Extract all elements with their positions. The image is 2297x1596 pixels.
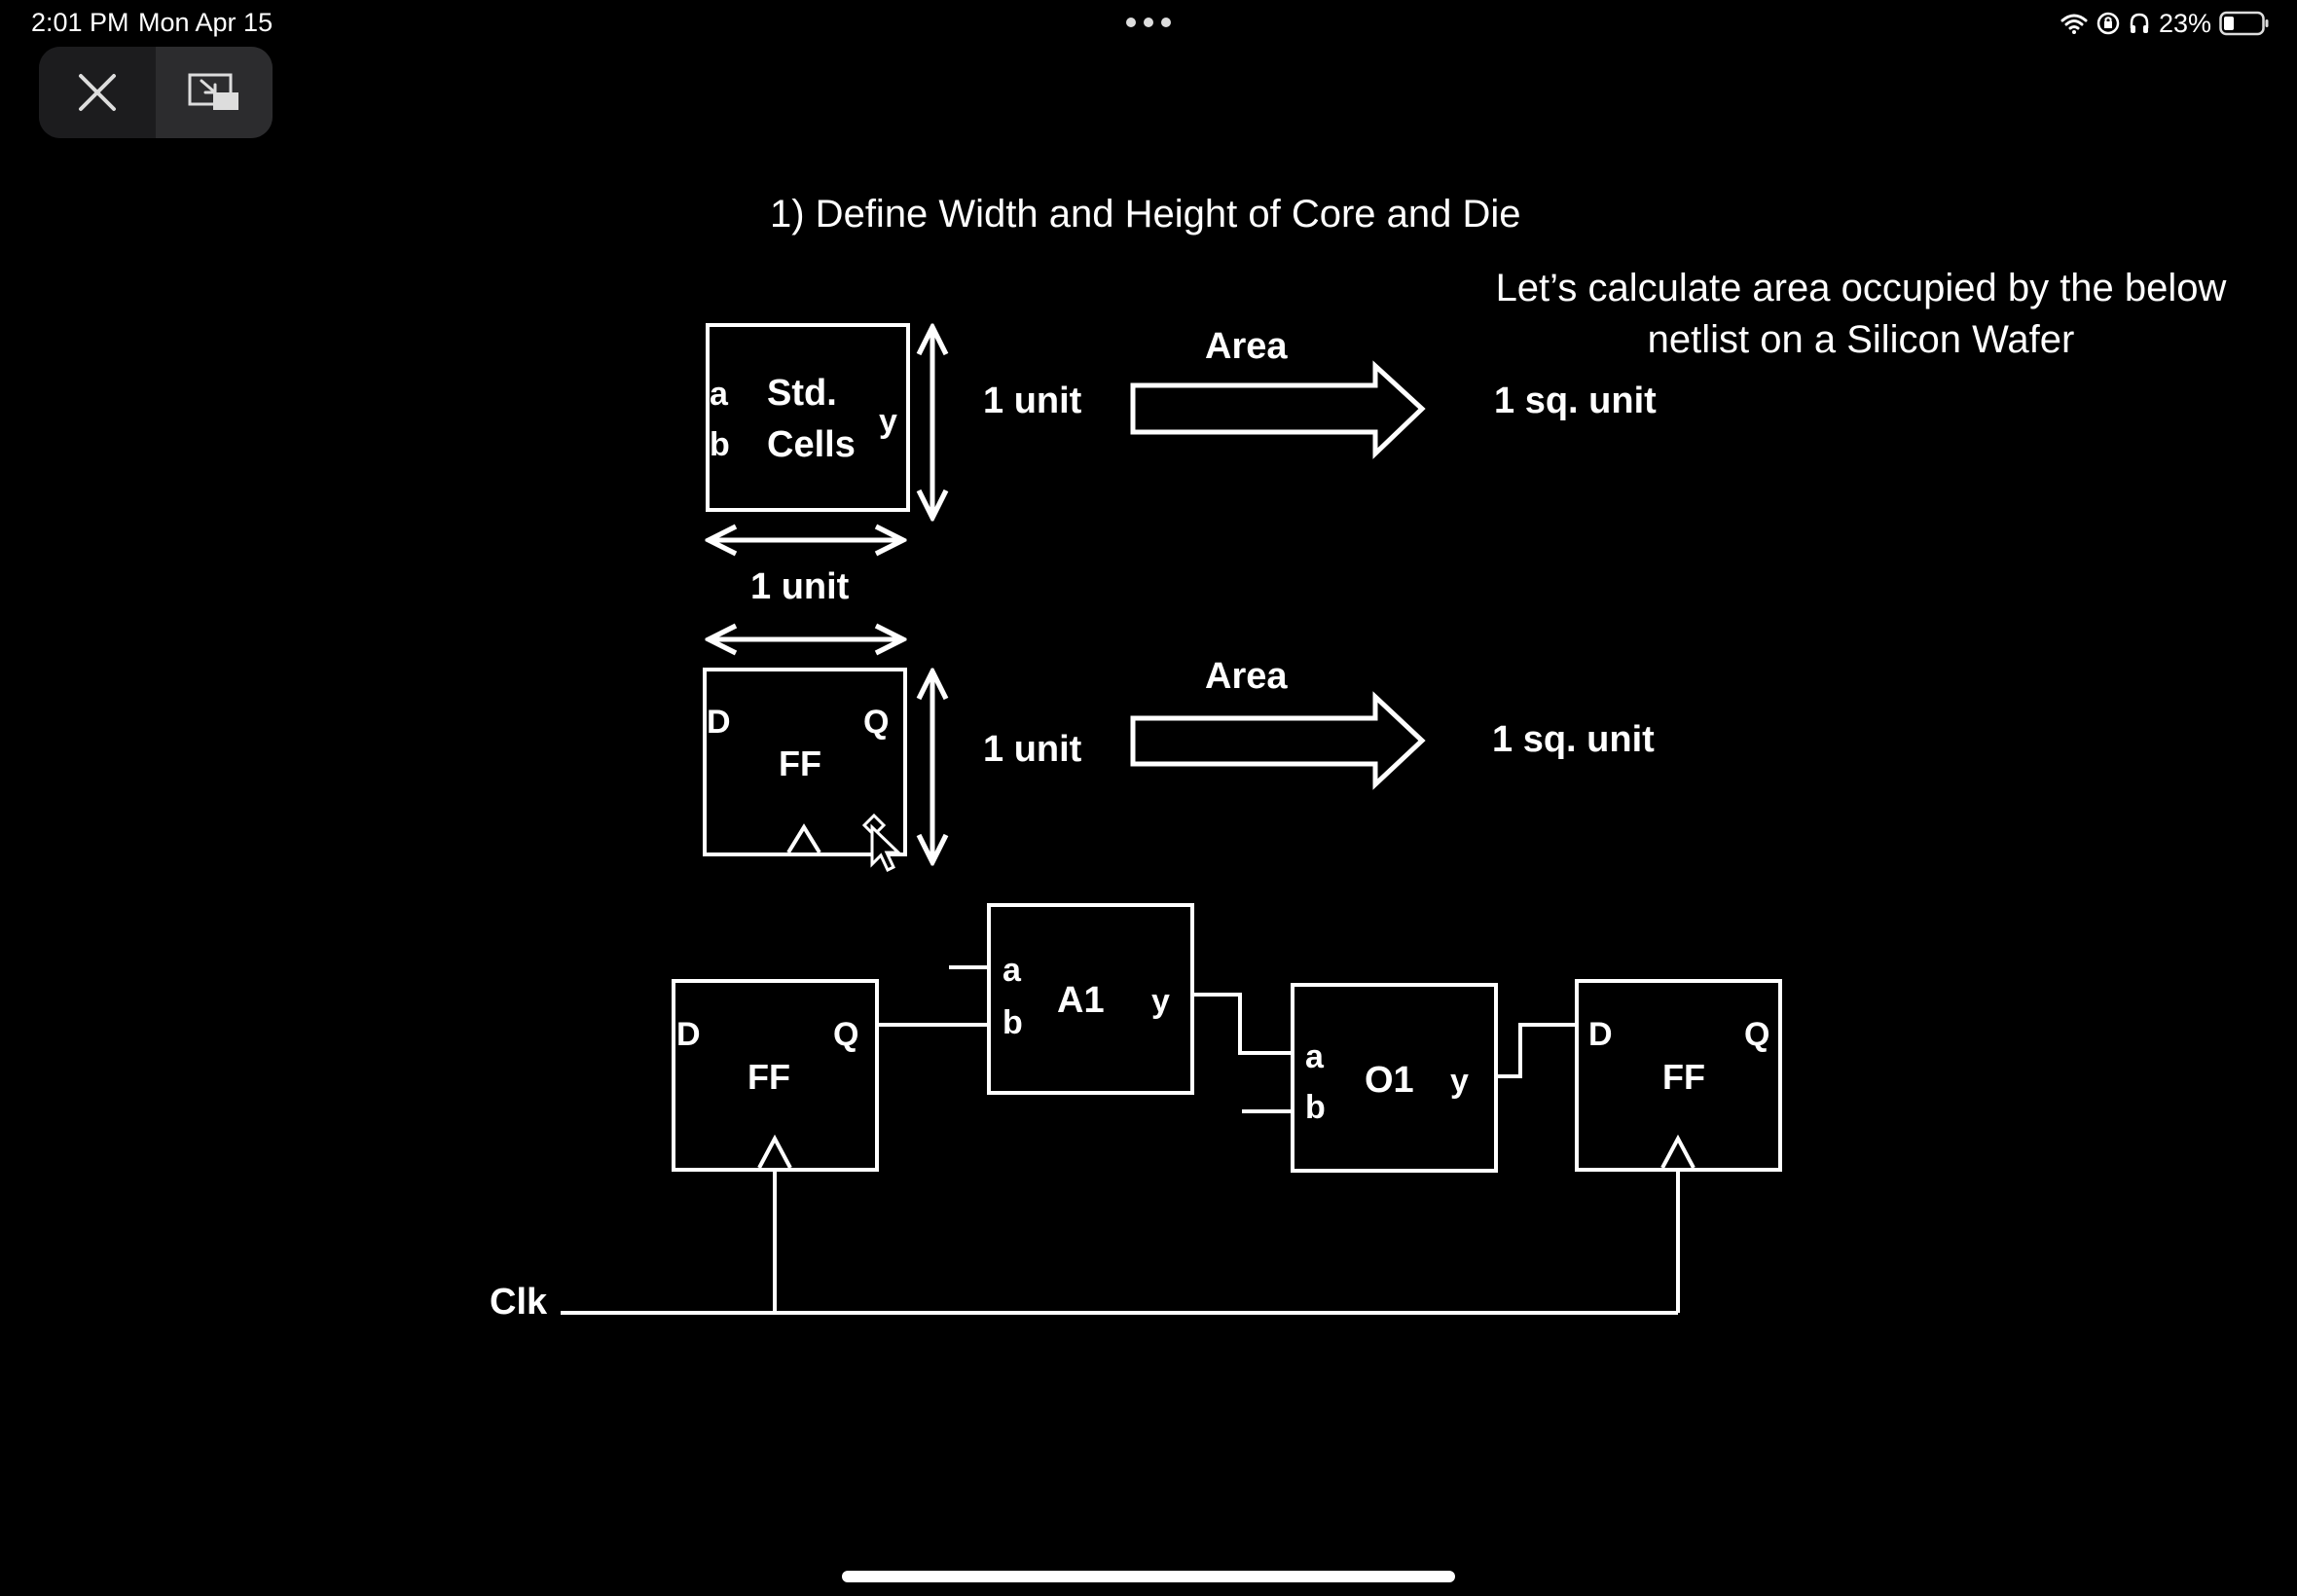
std-cell-output-y: y [879,403,897,440]
battery-percent: 23% [2158,8,2211,38]
netlist-ff2-d: D [1588,1016,1613,1053]
close-icon [79,74,116,111]
ff-cell-area-label: Area [1205,656,1288,697]
ff-cell-box [703,668,907,856]
clock-label: Clk [490,1282,548,1323]
std-cell-label-line1: Std. [767,373,837,414]
ff-cell-output-q: Q [863,704,889,741]
std-cell-box [706,323,910,512]
wire-a1-y-to-o1-a [1192,993,1293,1055]
netlist-o1-input-a: a [1305,1038,1325,1075]
std-cell-label-line2: Cells [767,424,856,465]
ff-cell-area-arrow [1130,691,1426,790]
ff-cell-label: FF [779,744,821,783]
netlist-ff2-label: FF [1662,1057,1705,1097]
ff-cell-input-d: D [707,704,731,741]
std-cell-area-value: 1 sq. unit [1494,381,1657,421]
std-cell-area-label: Area [1205,326,1288,367]
netlist-a1-label: A1 [1057,980,1105,1021]
ff-cell-area-value: 1 sq. unit [1492,719,1655,760]
netlist-ff2-q: Q [1744,1016,1769,1053]
orientation-lock-icon [2096,12,2120,35]
wire-o1-y-to-ff2-d [1496,1023,1577,1078]
netlist-o1-label: O1 [1365,1060,1414,1101]
slide-title: 1) Define Width and Height of Core and D… [770,193,1521,236]
status-date: Mon Apr 15 [138,8,273,37]
slide-note: Let’s calculate area occupied by the bel… [1495,267,2227,361]
netlist-a1-input-b: b [1003,1004,1023,1041]
netlist-ff2-clock-triangle [1660,1134,1695,1169]
status-time: 2:01 PM [31,8,129,37]
netlist-ff1-q: Q [833,1016,858,1053]
std-cell-height-label: 1 unit [983,381,1082,421]
netlist-a1-input-a: a [1003,952,1022,989]
close-button[interactable] [39,47,156,138]
netlist-ff1-clock-triangle [757,1134,792,1169]
netlist-ff1-label: FF [747,1057,790,1097]
battery-icon [2219,11,2269,36]
status-icons: 23% [2060,8,2270,39]
std-cell-input-b: b [710,426,730,463]
std-cell-width-label: 1 unit [750,566,850,607]
home-indicator[interactable] [842,1571,1455,1582]
headphones-icon [2130,13,2149,33]
restore-from-pip-button[interactable] [156,47,273,138]
netlist-o1-output-y: y [1450,1063,1469,1100]
wifi-icon [2060,14,2088,34]
multitasking-dots-icon[interactable] [1125,17,1172,28]
std-cell-area-arrow [1130,360,1426,459]
netlist-ff1-d: D [676,1016,701,1053]
clock-wire [561,1168,1680,1315]
netlist-o1-input-b: b [1305,1089,1326,1126]
picture-in-picture-restore-icon [188,73,238,110]
ff-cell-clock-triangle [786,823,821,854]
netlist-a1-output-y: y [1151,983,1170,1020]
pip-controls [39,47,273,138]
netlist-a1-box [987,903,1194,1095]
mouse-cursor-icon [861,813,902,873]
std-cell-input-a: a [710,376,729,413]
ff-cell-height-label: 1 unit [983,729,1082,770]
status-bar: 2:01 PM Mon Apr 15 2 [0,0,2297,47]
